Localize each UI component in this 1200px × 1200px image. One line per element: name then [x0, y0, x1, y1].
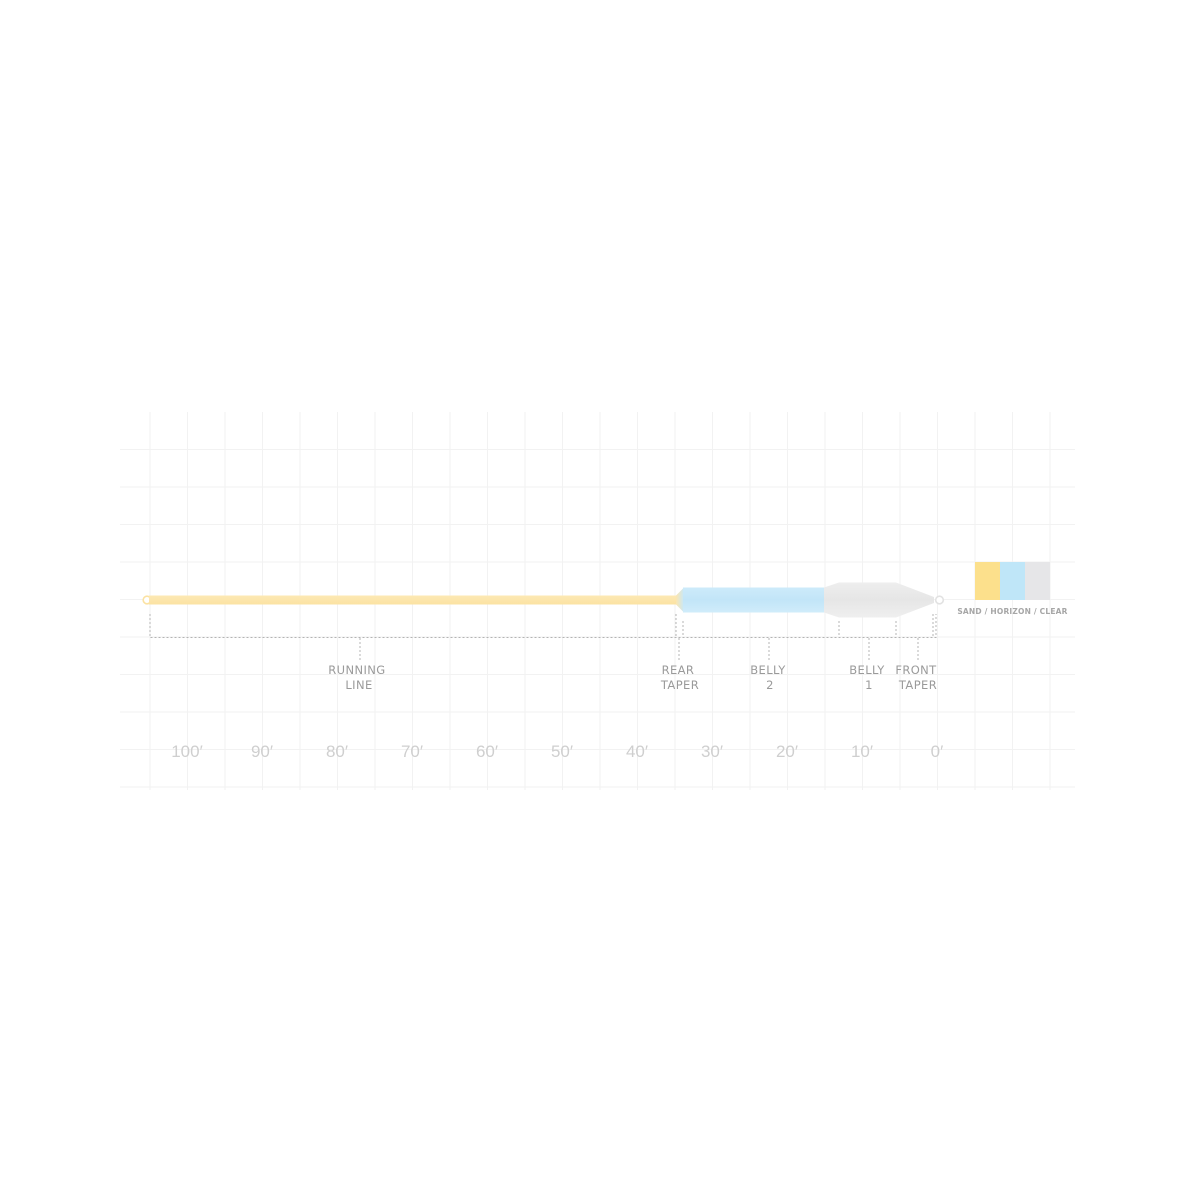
- running-line-section: [149, 595, 681, 605]
- label-belly-2: BELLY 2: [750, 663, 790, 692]
- distance-ruler: 100′ 90′ 80′ 70′ 60′ 50′ 40′ 30′ 20′ 10′…: [171, 742, 943, 761]
- label-running-line: RUNNING LINE: [328, 663, 389, 692]
- ruler-tick: 50′: [551, 742, 573, 761]
- swatch-sand: [975, 562, 1000, 600]
- ruler-tick: 100′: [171, 742, 203, 761]
- belly-2-section: [683, 587, 826, 613]
- label-belly-1: BELLY 1: [849, 663, 889, 692]
- ruler-tick: 0′: [931, 742, 944, 761]
- swatch-horizon: [1000, 562, 1025, 600]
- ruler-tick: 90′: [251, 742, 273, 761]
- front-loop-icon: [934, 595, 945, 605]
- belly-1-front-taper-section: [824, 582, 934, 618]
- ruler-tick: 20′: [776, 742, 798, 761]
- segment-brackets: [149, 614, 937, 660]
- label-front-taper: FRONT TAPER: [895, 663, 940, 692]
- segment-labels: RUNNING LINE REAR TAPER BELLY 2 BELLY 1 …: [328, 663, 940, 692]
- legend-label: SAND / HORIZON / CLEAR: [957, 607, 1067, 616]
- ruler-tick: 30′: [701, 742, 723, 761]
- ruler-tick: 60′: [476, 742, 498, 761]
- fly-line: [142, 582, 945, 618]
- rear-taper-section: [676, 587, 684, 613]
- ruler-tick: 40′: [626, 742, 648, 761]
- ruler-tick: 80′: [326, 742, 348, 761]
- ruler-tick: 70′: [401, 742, 423, 761]
- ruler-tick: 10′: [851, 742, 873, 761]
- color-legend: SAND / HORIZON / CLEAR: [957, 562, 1067, 616]
- label-rear-taper: REAR TAPER: [660, 663, 699, 692]
- swatch-clear: [1025, 562, 1050, 600]
